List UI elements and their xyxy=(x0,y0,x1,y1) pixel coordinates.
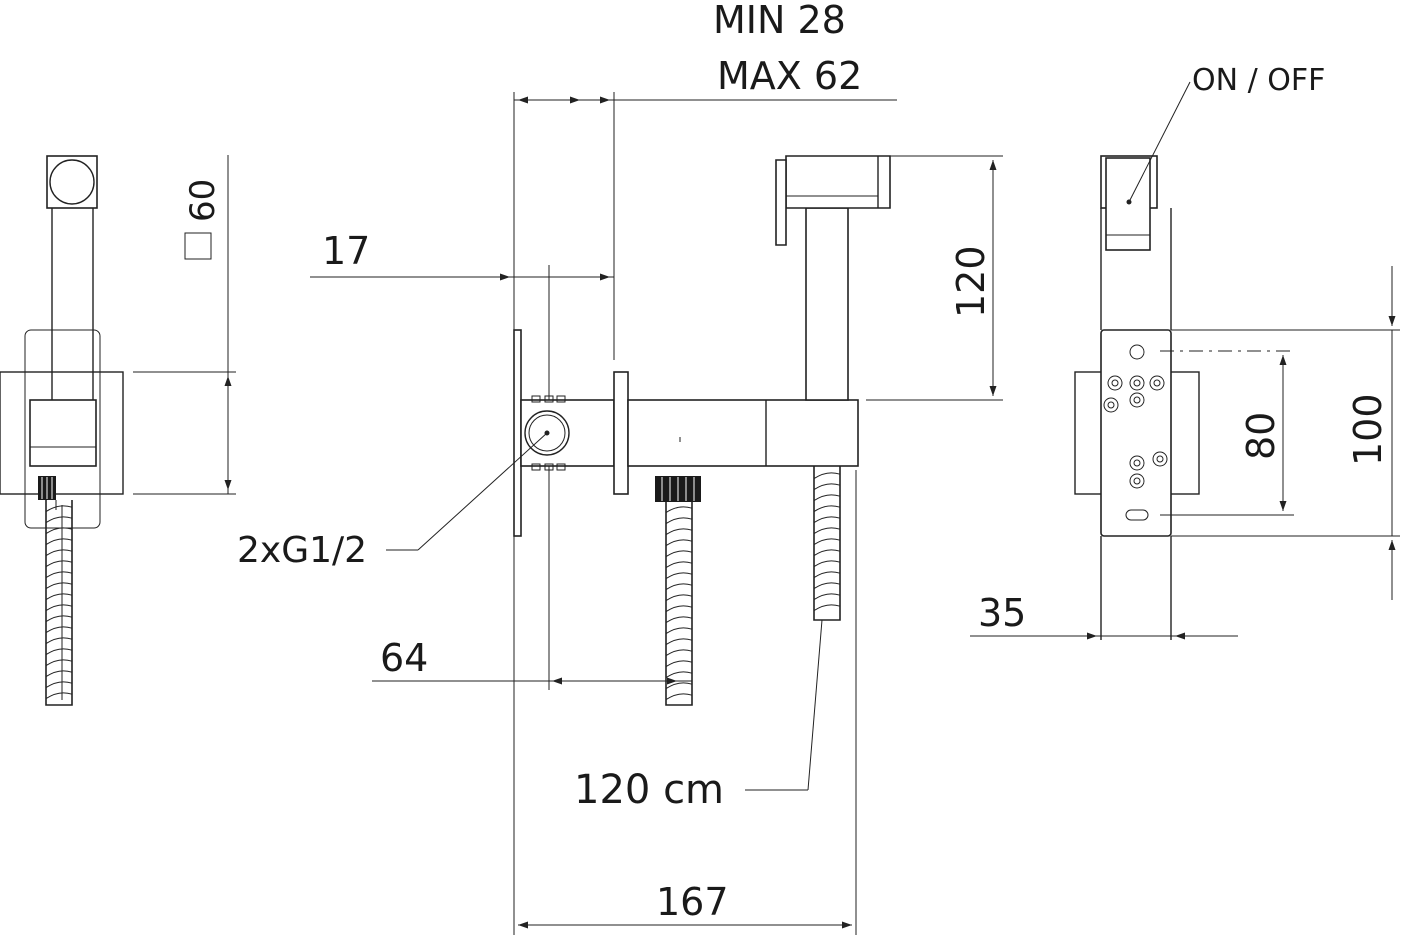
width-167-label: 167 xyxy=(656,880,729,924)
square-symbol xyxy=(184,232,212,260)
front-view-center: MIN 28 MAX 62 17 120 xyxy=(237,0,1003,935)
hose-coil-stroke xyxy=(813,505,841,513)
hose-coil-stroke xyxy=(665,561,693,569)
hose-coil-stroke xyxy=(813,472,841,480)
hose-coil-stroke xyxy=(45,516,73,524)
hose-coil-stroke xyxy=(45,692,73,700)
hose-coil-stroke xyxy=(45,505,73,513)
hose-coil-stroke xyxy=(665,638,693,646)
hose-coil-stroke xyxy=(45,637,73,645)
hose-coil-stroke xyxy=(45,659,73,667)
hose-coil-stroke xyxy=(45,549,73,557)
hose-coil-stroke xyxy=(45,538,73,546)
hose-coil-stroke xyxy=(665,693,693,701)
hose-coil-stroke xyxy=(45,582,73,590)
hose-coil-stroke xyxy=(45,615,73,623)
dim-80-label: 80 xyxy=(1239,412,1283,460)
hose-coil-stroke xyxy=(813,538,841,546)
hose-length-label: 120 cm xyxy=(574,767,724,813)
hose-coil-stroke xyxy=(813,571,841,579)
hose-coil-stroke xyxy=(45,670,73,678)
height-120-label: 120 xyxy=(949,245,993,318)
hose-coil-stroke xyxy=(813,593,841,601)
max-depth-label: MAX 62 xyxy=(717,54,862,98)
hose-coil-stroke xyxy=(665,682,693,690)
hose-coil-stroke xyxy=(813,582,841,590)
hose-coil-stroke xyxy=(665,660,693,668)
hose-coil-stroke xyxy=(813,549,841,557)
thread-label: 2xG1/2 xyxy=(237,530,367,571)
square-size-label: 60 xyxy=(183,179,223,222)
hose-coil-stroke xyxy=(665,506,693,514)
side-view-left: 60 xyxy=(0,155,236,706)
hose-coil-stroke xyxy=(665,550,693,558)
hose-coil-stroke xyxy=(665,572,693,580)
hose-coil-stroke xyxy=(45,648,73,656)
hose-coil-stroke xyxy=(665,627,693,635)
hose-coil-stroke xyxy=(45,571,73,579)
hose-coil-stroke xyxy=(45,560,73,568)
hose-coil-stroke xyxy=(45,593,73,601)
hose-coil-stroke xyxy=(813,494,841,502)
hose-coil-stroke xyxy=(665,671,693,679)
offset-17-label: 17 xyxy=(322,229,370,273)
hose-coil-stroke xyxy=(665,528,693,536)
hose-coil-stroke xyxy=(813,516,841,524)
dim-64-label: 64 xyxy=(380,636,428,680)
switch-label: ON / OFF xyxy=(1192,63,1325,98)
hose-coil-stroke xyxy=(813,527,841,535)
hose-coil-stroke xyxy=(813,560,841,568)
hose-coil-stroke xyxy=(45,527,73,535)
hose-coil-stroke xyxy=(813,604,841,612)
hose-coil-stroke xyxy=(45,626,73,634)
hose-coil-stroke xyxy=(665,517,693,525)
hose-coil-stroke xyxy=(665,594,693,602)
dim-35-label: 35 xyxy=(978,591,1026,635)
hose-coil-stroke xyxy=(665,605,693,613)
hose-coil-stroke xyxy=(665,616,693,624)
hose-coil-stroke xyxy=(665,649,693,657)
hose-coil-stroke xyxy=(45,681,73,689)
hose-coil-stroke xyxy=(45,604,73,612)
hose-coil-stroke xyxy=(665,539,693,547)
dim-100-label: 100 xyxy=(1346,393,1390,466)
min-depth-label: MIN 28 xyxy=(713,0,846,42)
rear-view-right: ON / OFF 80 100 35 xyxy=(970,63,1400,640)
hose-coil-stroke xyxy=(813,483,841,491)
hose-coil-stroke xyxy=(665,583,693,591)
